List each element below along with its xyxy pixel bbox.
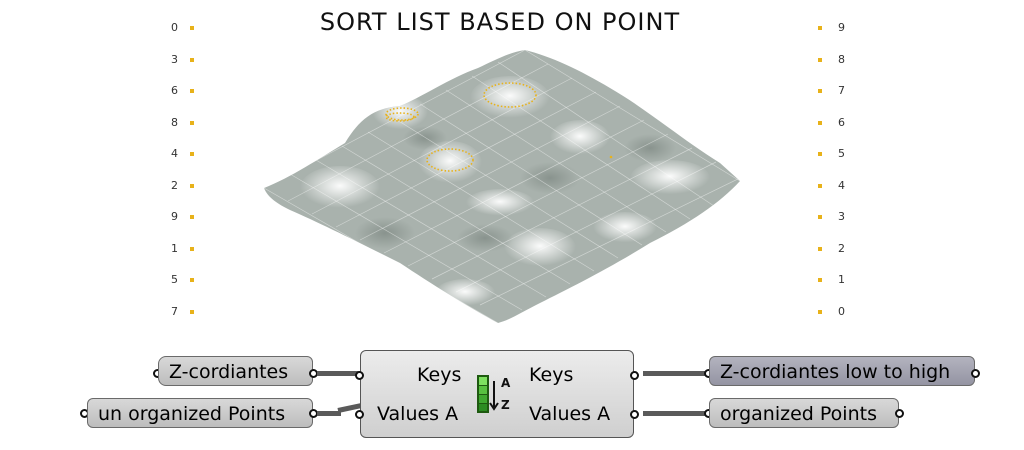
organized-points-param[interactable]: organized Points	[709, 398, 899, 428]
point-marker-icon	[190, 152, 194, 156]
point-marker-icon	[818, 58, 822, 62]
wire	[643, 411, 709, 416]
list-item: 0	[818, 304, 852, 320]
wire	[317, 411, 341, 416]
output-grip[interactable]	[630, 371, 639, 380]
point-marker-icon	[190, 121, 194, 125]
list-item: 7	[164, 304, 194, 320]
list-item: 6	[164, 83, 194, 99]
list-item: 3	[818, 209, 852, 225]
point-marker-icon	[818, 184, 822, 188]
point-marker-icon	[190, 310, 194, 314]
sort-list-icon: A Z	[477, 375, 511, 413]
output-grip[interactable]	[895, 409, 904, 418]
point-marker-icon	[818, 89, 822, 93]
point-marker-icon	[818, 121, 822, 125]
sort-list-component[interactable]: Keys Values A Keys Values A A Z	[355, 350, 639, 438]
point-marker-icon	[818, 152, 822, 156]
wire	[643, 371, 709, 376]
z-coordinates-param[interactable]: Z-cordiantes	[158, 356, 313, 386]
list-item: 8	[164, 115, 194, 131]
list-item: 5	[818, 146, 852, 162]
list-item: 0	[164, 20, 194, 36]
list-item: 7	[818, 83, 852, 99]
point-marker-icon	[818, 215, 822, 219]
list-item: 8	[818, 52, 852, 68]
list-item: 3	[164, 52, 194, 68]
input-grip[interactable]	[355, 410, 364, 419]
point-marker-icon	[818, 247, 822, 251]
point-marker-icon	[190, 184, 194, 188]
list-item: 1	[164, 241, 194, 257]
output-grip[interactable]	[630, 410, 639, 419]
list-item: 6	[818, 115, 852, 131]
output-label-keys: Keys	[529, 364, 574, 386]
list-item: 4	[818, 178, 852, 194]
point-marker-icon	[818, 26, 822, 30]
input-label-values: Values A	[377, 403, 459, 425]
terrain-surface-viewport[interactable]	[250, 38, 750, 328]
svg-text:Z: Z	[501, 398, 510, 412]
point-marker-icon	[190, 26, 194, 30]
list-item: 2	[164, 178, 194, 194]
unorganized-points-param[interactable]: un organized Points	[87, 398, 313, 428]
list-item: 9	[164, 209, 194, 225]
point-marker-icon	[190, 247, 194, 251]
list-item: 5	[164, 272, 194, 288]
point-marker-icon	[190, 278, 194, 282]
point-marker-icon	[190, 215, 194, 219]
point-marker-icon	[190, 89, 194, 93]
input-grip[interactable]	[355, 371, 364, 380]
list-item: 2	[818, 241, 852, 257]
input-label-keys: Keys	[417, 364, 462, 386]
wire	[317, 371, 361, 376]
point-marker-icon	[190, 58, 194, 62]
list-item: 1	[818, 272, 852, 288]
list-item: 9	[818, 20, 852, 36]
output-label-values: Values A	[529, 403, 611, 425]
page-title: SORT LIST BASED ON POINT	[319, 8, 681, 36]
point-marker-icon	[818, 310, 822, 314]
output-grip[interactable]	[971, 369, 980, 378]
point-cloud	[385, 82, 537, 172]
z-coordinates-sorted-param[interactable]: Z-cordiantes low to high	[709, 356, 975, 386]
svg-text:A: A	[501, 376, 511, 390]
list-item: 4	[164, 146, 194, 162]
point-marker-icon	[818, 278, 822, 282]
